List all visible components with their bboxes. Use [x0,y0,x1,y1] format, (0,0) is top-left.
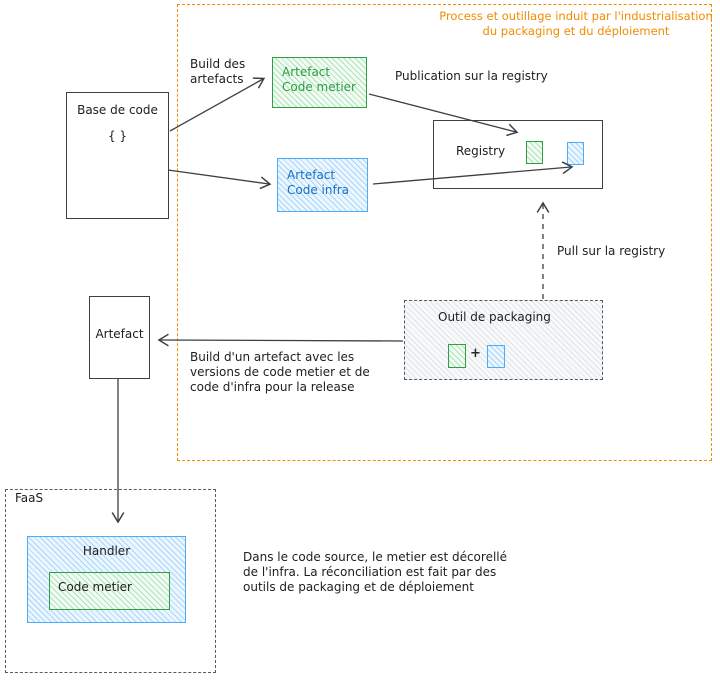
artefact-infra-line2: Code infra [287,183,349,197]
label-build-artefact-line1: Build d'un artefact avec les [190,350,355,364]
label-pull: Pull sur la registry [557,244,666,258]
label-build-des-artefacts: Build des artefacts [190,57,245,87]
process-title-line1: Process et outillage induit par l'indust… [439,9,713,23]
label-build-des-artefacts-line2: artefacts [190,72,244,86]
label-build-artefact: Build d'un artefact avec les versions de… [190,350,370,395]
label-build-artefact-line2: versions de code metier et de [190,365,370,379]
node-outil-de-packaging: Outil de packaging + [404,300,603,380]
label-note-line1: Dans le code source, le metier est décor… [243,550,507,564]
handler-label: Handler [82,544,131,558]
node-artefact-code-metier: Artefact Code metier [272,57,367,108]
label-note: Dans le code source, le metier est décor… [243,550,507,595]
plus-icon: + [470,346,481,361]
node-code-metier: Code metier [49,572,170,610]
process-frame [177,4,712,461]
node-handler: Handler Code metier [27,536,186,623]
label-publication: Publication sur la registry [395,69,548,83]
outil-packaging-label: Outil de packaging [438,310,551,324]
artefact-metier-line2: Code metier [282,80,356,94]
node-artefact-code-infra: Artefact Code infra [277,158,368,212]
registry-label: Registry [456,144,506,158]
label-note-line2: de l'infra. La réconciliation est fait p… [243,565,497,579]
label-note-line3: outils de packaging et de déploiement [243,580,474,594]
artefact-metier-line1: Artefact [282,65,331,79]
artefact-release-label: Artefact [95,327,144,341]
process-title: Process et outillage induit par l'indust… [438,9,714,39]
artefact-infra-line1: Artefact [287,168,336,182]
node-base-de-code: Base de code { } [66,92,169,219]
packaging-metier-chip [448,344,466,368]
code-metier-label: Code metier [58,580,132,594]
process-title-line2: du packaging et du déploiement [482,24,670,38]
label-build-des-artefacts-line1: Build des [190,57,246,71]
base-de-code-label: Base de code [77,103,158,117]
node-registry: Registry [433,120,603,189]
node-artefact-release: Artefact [89,296,150,379]
label-build-artefact-line3: code d'infra pour la release [190,380,355,394]
faas-label: FaaS [15,491,44,505]
packaging-infra-chip [487,345,505,368]
registry-infra-chip [567,142,584,165]
node-faas: FaaS Handler Code metier [5,489,216,673]
code-braces-icon: { } [107,129,128,143]
registry-metier-chip [526,141,543,164]
